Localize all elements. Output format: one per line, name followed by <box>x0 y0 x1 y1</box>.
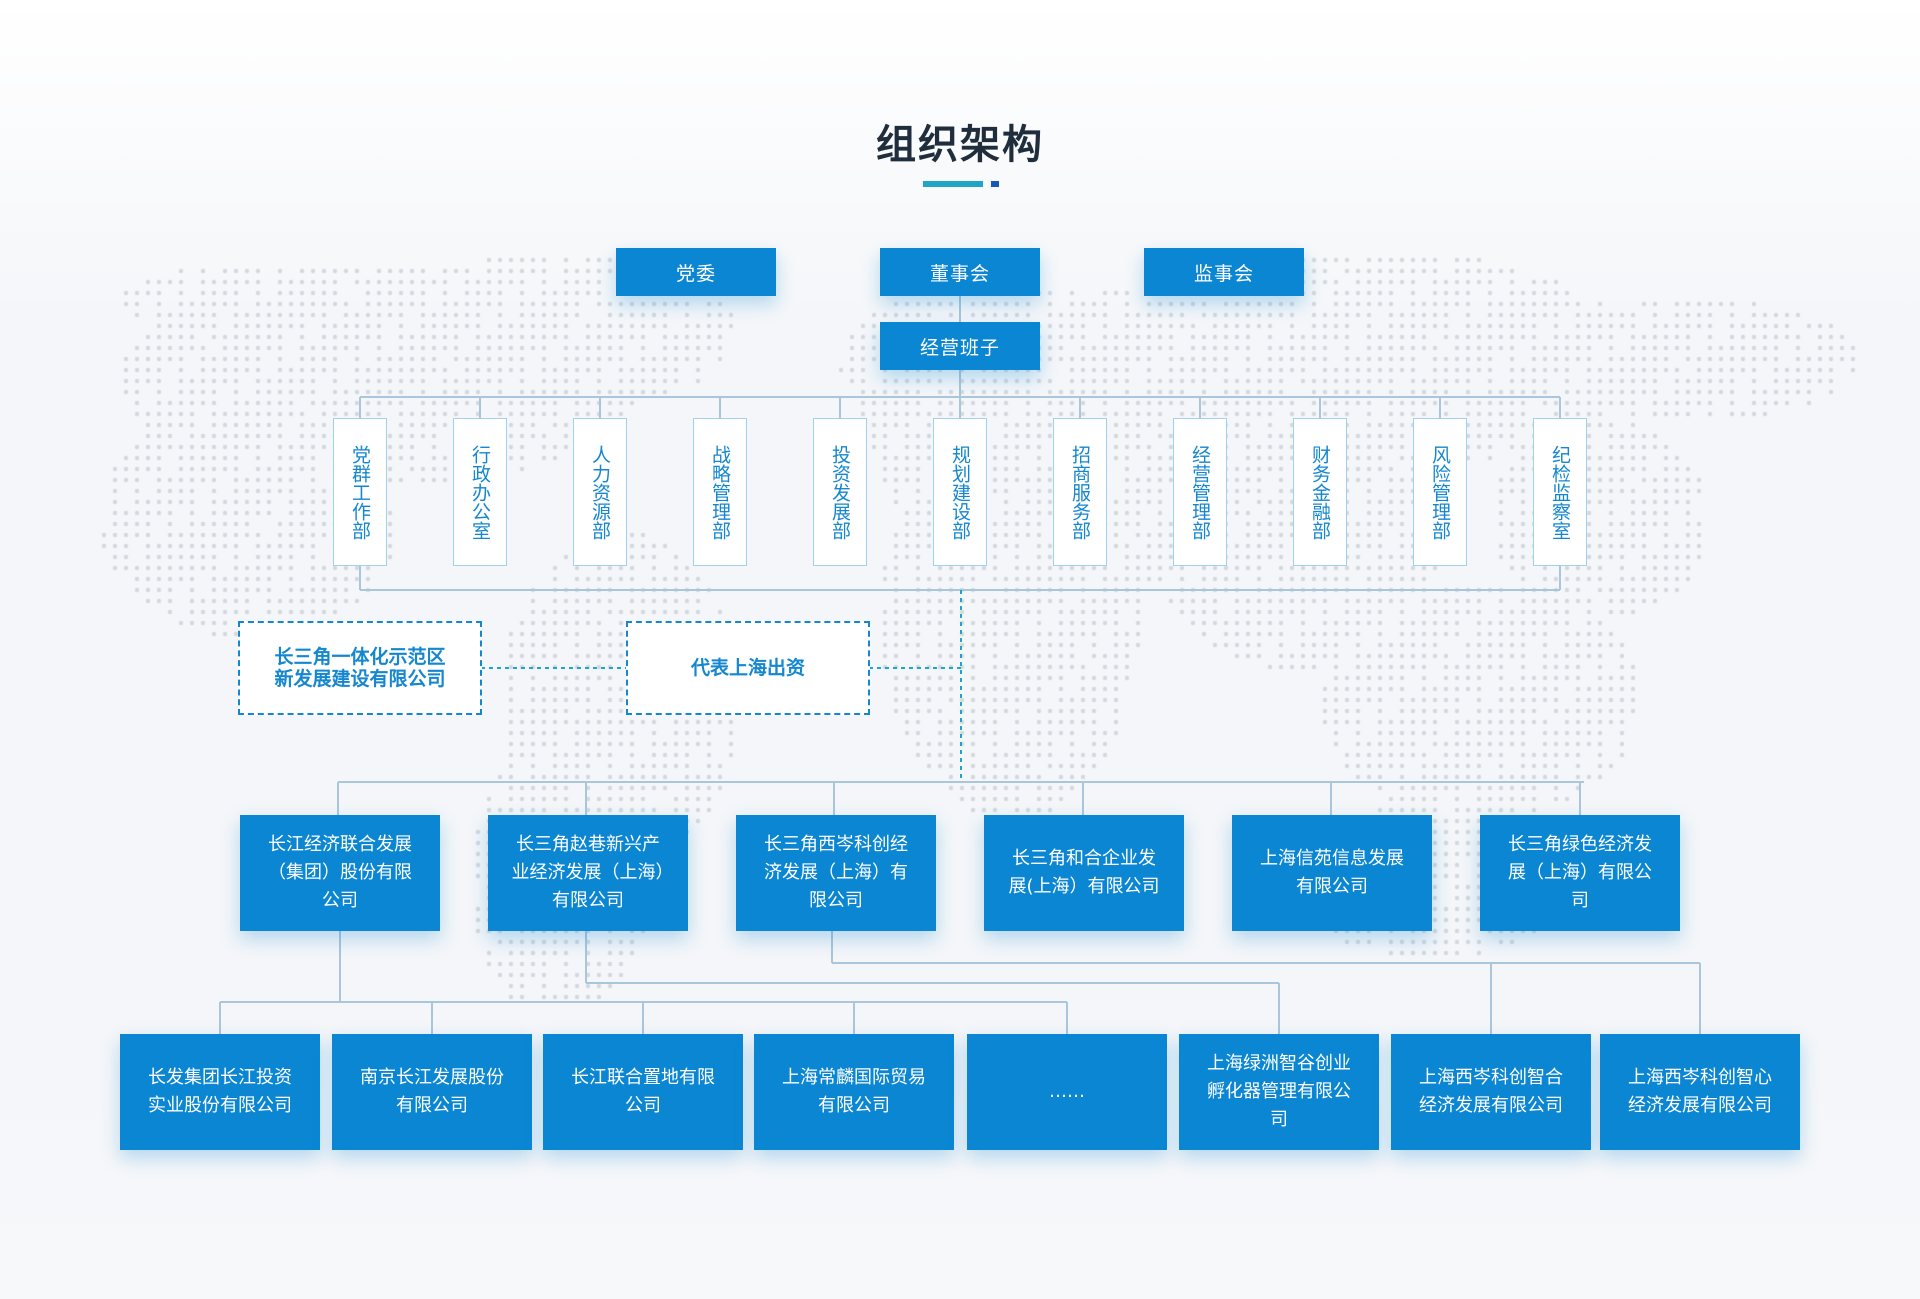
dept-investment-development: 投资发展部 <box>813 418 867 566</box>
company-hehe-enterprise: 长三角和合企业发展(上海）有限公司 <box>984 815 1184 931</box>
subsidiary-xicen-zhihe: 上海西岑科创智合经济发展有限公司 <box>1391 1034 1591 1150</box>
node-demo-zone-company: 长三角一体化示范区 新发展建设有限公司 <box>238 621 482 715</box>
dept-planning-construction: 规划建设部 <box>933 418 987 566</box>
subsidiary-oasis-incubator: 上海绿洲智谷创业孵化器管理有限公司 <box>1179 1034 1379 1150</box>
node-supervisory-board: 监事会 <box>1144 248 1304 296</box>
dept-risk-management: 风险管理部 <box>1413 418 1467 566</box>
company-xicen-sci-tech: 长三角西岑科创经济发展（上海）有限公司 <box>736 815 936 931</box>
subsidiary-changjiang-land: 长江联合置地有限公司 <box>543 1034 743 1150</box>
dept-operations-management: 经营管理部 <box>1173 418 1227 566</box>
dept-party-affairs: 党群工作部 <box>333 418 387 566</box>
title-underline-teal <box>923 181 983 187</box>
node-management-team: 经营班子 <box>880 322 1040 370</box>
dept-investment-services: 招商服务部 <box>1053 418 1107 566</box>
dept-finance: 财务金融部 <box>1293 418 1347 566</box>
company-green-economy: 长三角绿色经济发展（上海）有限公司 <box>1480 815 1680 931</box>
subsidiary-changlin-trade: 上海常麟国际贸易有限公司 <box>754 1034 954 1150</box>
node-shanghai-investment: 代表上海出资 <box>626 621 870 715</box>
dept-administration-office: 行政办公室 <box>453 418 507 566</box>
dept-discipline-inspection: 纪检监察室 <box>1533 418 1587 566</box>
dept-human-resources: 人力资源部 <box>573 418 627 566</box>
subsidiary-nanjing-changjiang: 南京长江发展股份有限公司 <box>332 1034 532 1150</box>
company-zhaoxiang-emerging-industry: 长三角赵巷新兴产业经济发展（上海）有限公司 <box>488 815 688 931</box>
subsidiary-changjiang-investment: 长发集团长江投资实业股份有限公司 <box>120 1034 320 1150</box>
title-underline-navy <box>991 181 999 187</box>
page-title: 组织架构 <box>876 122 1044 168</box>
company-xinyuan-information: 上海信苑信息发展有限公司 <box>1232 815 1432 931</box>
node-board-of-directors: 董事会 <box>880 248 1040 296</box>
company-changjiang-economic-union: 长江经济联合发展（集团）股份有限公司 <box>240 815 440 931</box>
dept-strategy-management: 战略管理部 <box>693 418 747 566</box>
subsidiary-ellipsis: …… <box>967 1034 1167 1150</box>
node-party-committee: 党委 <box>616 248 776 296</box>
subsidiary-xicen-zhixin: 上海西岑科创智心经济发展有限公司 <box>1600 1034 1800 1150</box>
